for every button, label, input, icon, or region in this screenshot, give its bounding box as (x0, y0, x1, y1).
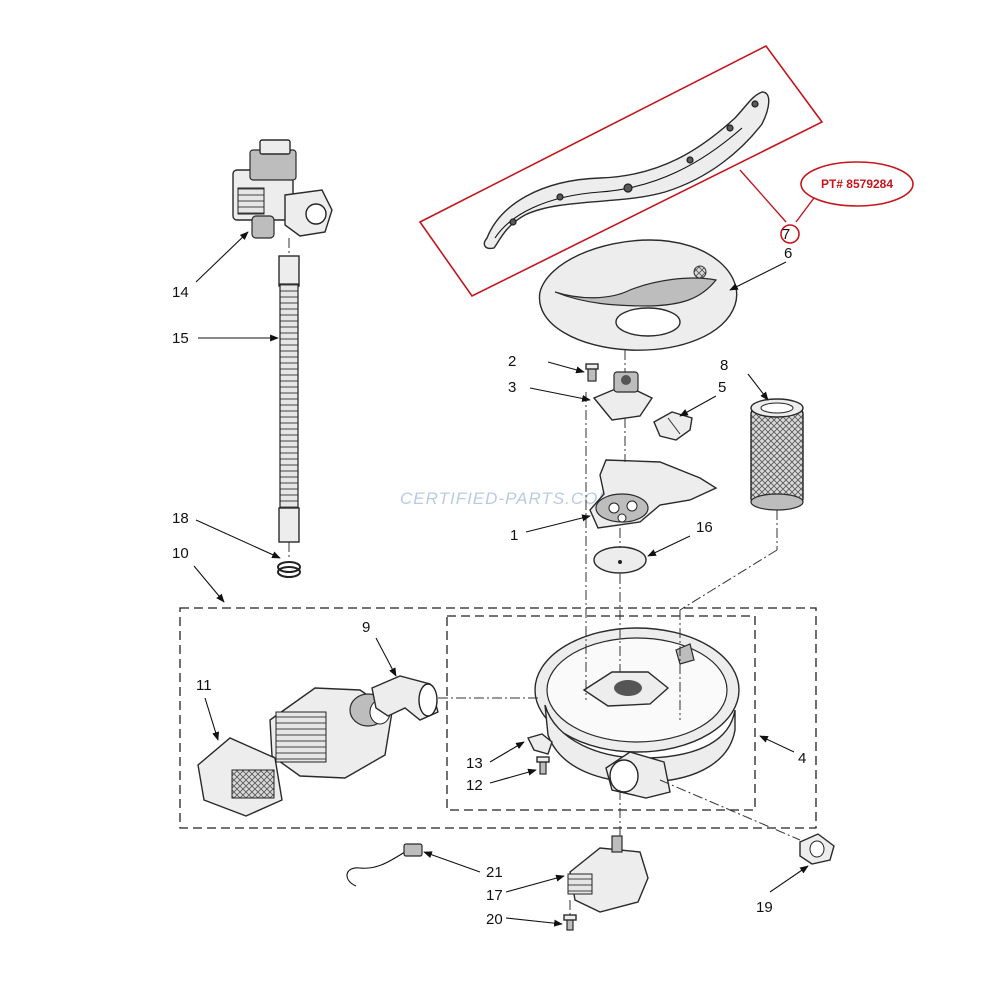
part-13-bracket[interactable] (526, 733, 553, 755)
highlight-leader (739, 169, 787, 223)
callout-20[interactable]: 20 (486, 911, 503, 928)
callout-7[interactable]: 7 (782, 226, 790, 243)
callout-8[interactable]: 8 (720, 357, 728, 374)
watermark-text: CERTIFIED-PARTS.COM (400, 489, 614, 508)
callout-2[interactable]: 2 (508, 353, 516, 370)
part-17-module[interactable] (567, 835, 649, 913)
callout-9[interactable]: 9 (362, 619, 370, 636)
part-18-clamp[interactable] (277, 561, 301, 578)
callout-4[interactable]: 4 (798, 750, 806, 767)
callout-15[interactable]: 15 (172, 330, 189, 347)
callout-5[interactable]: 5 (718, 379, 726, 396)
sump-assembly[interactable] (534, 627, 740, 799)
callout-21[interactable]: 21 (486, 864, 503, 881)
callout-numbers: 14 15 18 10 9 11 13 12 4 21 17 20 19 1 1… (172, 226, 806, 928)
callout-10[interactable]: 10 (172, 545, 189, 562)
part-1-manifold[interactable] (589, 459, 718, 529)
part-number-label[interactable]: PT# 8579284 (821, 177, 893, 191)
callout-18[interactable]: 18 (172, 510, 189, 527)
callout-14[interactable]: 14 (172, 284, 189, 301)
part-20-screw[interactable] (563, 914, 577, 931)
callout-17[interactable]: 17 (486, 887, 503, 904)
assembly-4-outline (446, 615, 756, 811)
callout-13[interactable]: 13 (466, 755, 483, 772)
part-14-valve[interactable] (232, 139, 333, 239)
part-5-clip[interactable] (653, 411, 693, 441)
assembly-10-outline (179, 607, 817, 829)
alignment-lines (288, 238, 801, 915)
part-number-bubble[interactable] (800, 161, 914, 207)
part-11-motor-guard[interactable] (197, 737, 283, 817)
part-12-screw[interactable] (536, 756, 550, 775)
callout-6[interactable]: 6 (784, 245, 792, 262)
part-15-hose[interactable] (278, 255, 300, 543)
part-3-hub[interactable] (592, 371, 654, 421)
highlight-box (418, 44, 824, 298)
part-6-shield[interactable] (538, 239, 738, 351)
callout-12[interactable]: 12 (466, 777, 483, 794)
part-7-spray-arm[interactable] (483, 91, 770, 250)
part-16-seal[interactable] (593, 546, 647, 574)
wash-pump-motor[interactable] (269, 687, 393, 779)
callout-16[interactable]: 16 (696, 519, 713, 536)
callout-7-circle (780, 224, 800, 244)
part-2-screw[interactable] (585, 363, 599, 382)
callout-3[interactable]: 3 (508, 379, 516, 396)
part-21-harness[interactable] (346, 843, 423, 887)
part-19-fitting[interactable] (799, 833, 835, 865)
callout-1[interactable]: 1 (510, 527, 518, 544)
callout-19[interactable]: 19 (756, 899, 773, 916)
part-9-elbow[interactable] (371, 675, 439, 721)
callout-leaders (193, 231, 809, 927)
callout-11[interactable]: 11 (196, 677, 212, 694)
part-8-filter[interactable] (750, 398, 804, 511)
